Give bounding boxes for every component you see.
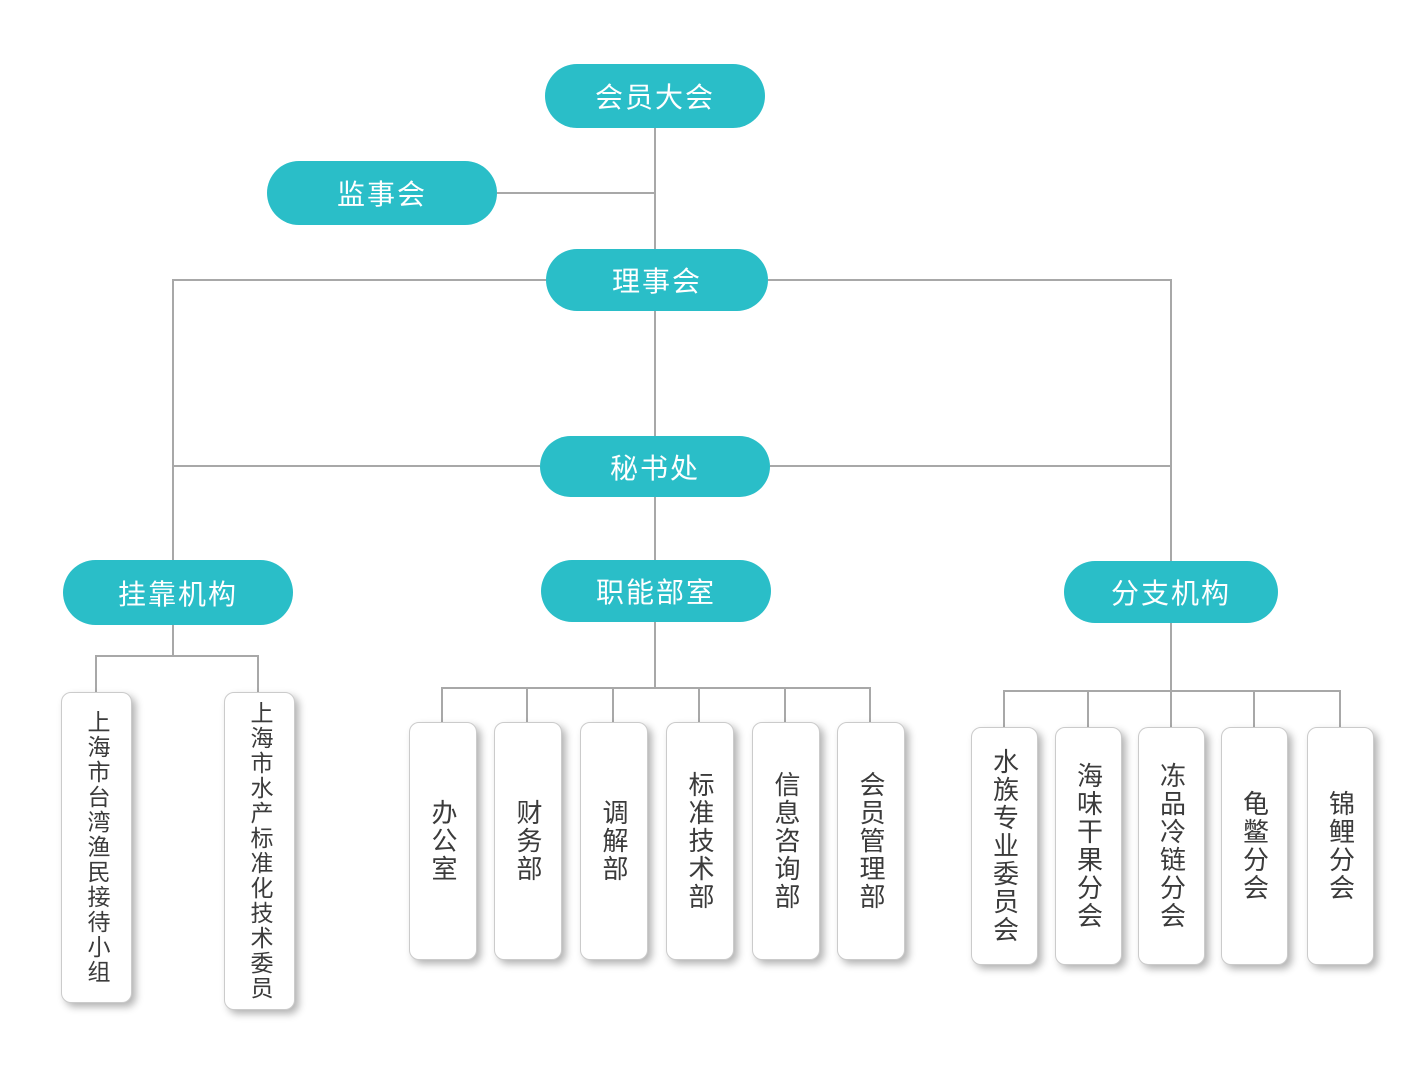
leaf-seafood-dried-fruit-branch-label: 海味干果分会 xyxy=(1073,762,1104,930)
node-member-assembly-label: 会员大会 xyxy=(594,82,715,113)
connector-line xyxy=(497,192,655,194)
connector-line xyxy=(95,655,259,657)
connector-line xyxy=(698,687,700,722)
node-functional-depts: 职能部室 xyxy=(541,560,771,622)
connector-line xyxy=(172,279,546,281)
node-supervisory-board-label: 监事会 xyxy=(336,179,427,210)
connector-line xyxy=(1003,690,1341,692)
leaf-finance-dept-label: 财务部 xyxy=(513,799,543,883)
leaf-mediation-dept: 调解部 xyxy=(580,722,648,960)
leaf-finance-dept: 财务部 xyxy=(494,722,562,960)
connector-line xyxy=(1253,690,1255,727)
leaf-frozen-cold-chain-branch: 冻品冷链分会 xyxy=(1138,727,1205,965)
node-branch-orgs: 分支机构 xyxy=(1064,561,1278,623)
leaf-standards-tech-dept: 标准技术部 xyxy=(666,722,734,960)
leaf-office-label: 办公室 xyxy=(428,799,458,883)
leaf-koi-branch-label: 锦鲤分会 xyxy=(1325,790,1356,902)
connector-line xyxy=(612,687,614,722)
node-supervisory-board: 监事会 xyxy=(267,161,497,225)
leaf-member-management-dept-label: 会员管理部 xyxy=(856,771,886,911)
leaf-mediation-dept-label: 调解部 xyxy=(599,799,629,883)
connector-line xyxy=(95,655,97,692)
node-secretariat: 秘书处 xyxy=(540,436,770,497)
connector-line xyxy=(1170,690,1172,727)
connector-line xyxy=(257,655,259,692)
node-council: 理事会 xyxy=(546,249,768,311)
node-secretariat-label: 秘书处 xyxy=(609,452,700,484)
leaf-frozen-cold-chain-branch-label: 冻品冷链分会 xyxy=(1156,762,1187,930)
leaf-aquarium-committee-label: 水族专业委员会 xyxy=(989,748,1020,944)
connector-line xyxy=(1170,279,1172,561)
leaf-seafood-dried-fruit-branch: 海味干果分会 xyxy=(1055,727,1122,965)
connector-line xyxy=(172,465,540,467)
connector-line xyxy=(770,465,1172,467)
connector-line xyxy=(654,311,656,436)
connector-line xyxy=(441,687,443,722)
node-council-label: 理事会 xyxy=(611,266,702,297)
leaf-taiwan-fishermen-group-label: 上海市台湾渔民接待小组 xyxy=(84,710,110,985)
node-member-assembly: 会员大会 xyxy=(545,64,765,128)
leaf-aquatic-standardization-committee-label: 上海市水产标准化技术委员 xyxy=(247,701,273,1001)
node-affiliated-orgs: 挂靠机构 xyxy=(63,560,293,625)
connector-line xyxy=(441,687,871,689)
connector-line xyxy=(526,687,528,722)
connector-line xyxy=(1003,690,1005,727)
leaf-koi-branch: 锦鲤分会 xyxy=(1307,727,1374,965)
leaf-standards-tech-dept-label: 标准技术部 xyxy=(685,771,715,911)
connector-line xyxy=(1087,690,1089,727)
leaf-info-consulting-dept: 信息咨询部 xyxy=(752,722,820,960)
leaf-aquatic-standardization-committee: 上海市水产标准化技术委员 xyxy=(224,692,295,1010)
node-branch-orgs-label: 分支机构 xyxy=(1110,578,1231,609)
connector-line xyxy=(1339,690,1341,727)
leaf-taiwan-fishermen-group: 上海市台湾渔民接待小组 xyxy=(61,692,132,1003)
leaf-info-consulting-dept-label: 信息咨询部 xyxy=(771,771,801,911)
connector-line xyxy=(172,279,174,560)
leaf-turtle-branch: 龟鳖分会 xyxy=(1221,727,1288,965)
node-affiliated-orgs-label: 挂靠机构 xyxy=(117,578,238,610)
connector-line xyxy=(654,497,656,560)
connector-line xyxy=(654,128,656,249)
connector-line xyxy=(869,687,871,722)
leaf-turtle-branch-label: 龟鳖分会 xyxy=(1239,790,1270,902)
connector-line xyxy=(1170,623,1172,690)
connector-line xyxy=(654,622,656,687)
leaf-office: 办公室 xyxy=(409,722,477,960)
connector-line xyxy=(768,279,1172,281)
leaf-member-management-dept: 会员管理部 xyxy=(837,722,905,960)
connector-line xyxy=(172,625,174,655)
leaf-aquarium-committee: 水族专业委员会 xyxy=(971,727,1038,965)
node-functional-depts-label: 职能部室 xyxy=(595,577,716,608)
connector-line xyxy=(784,687,786,722)
